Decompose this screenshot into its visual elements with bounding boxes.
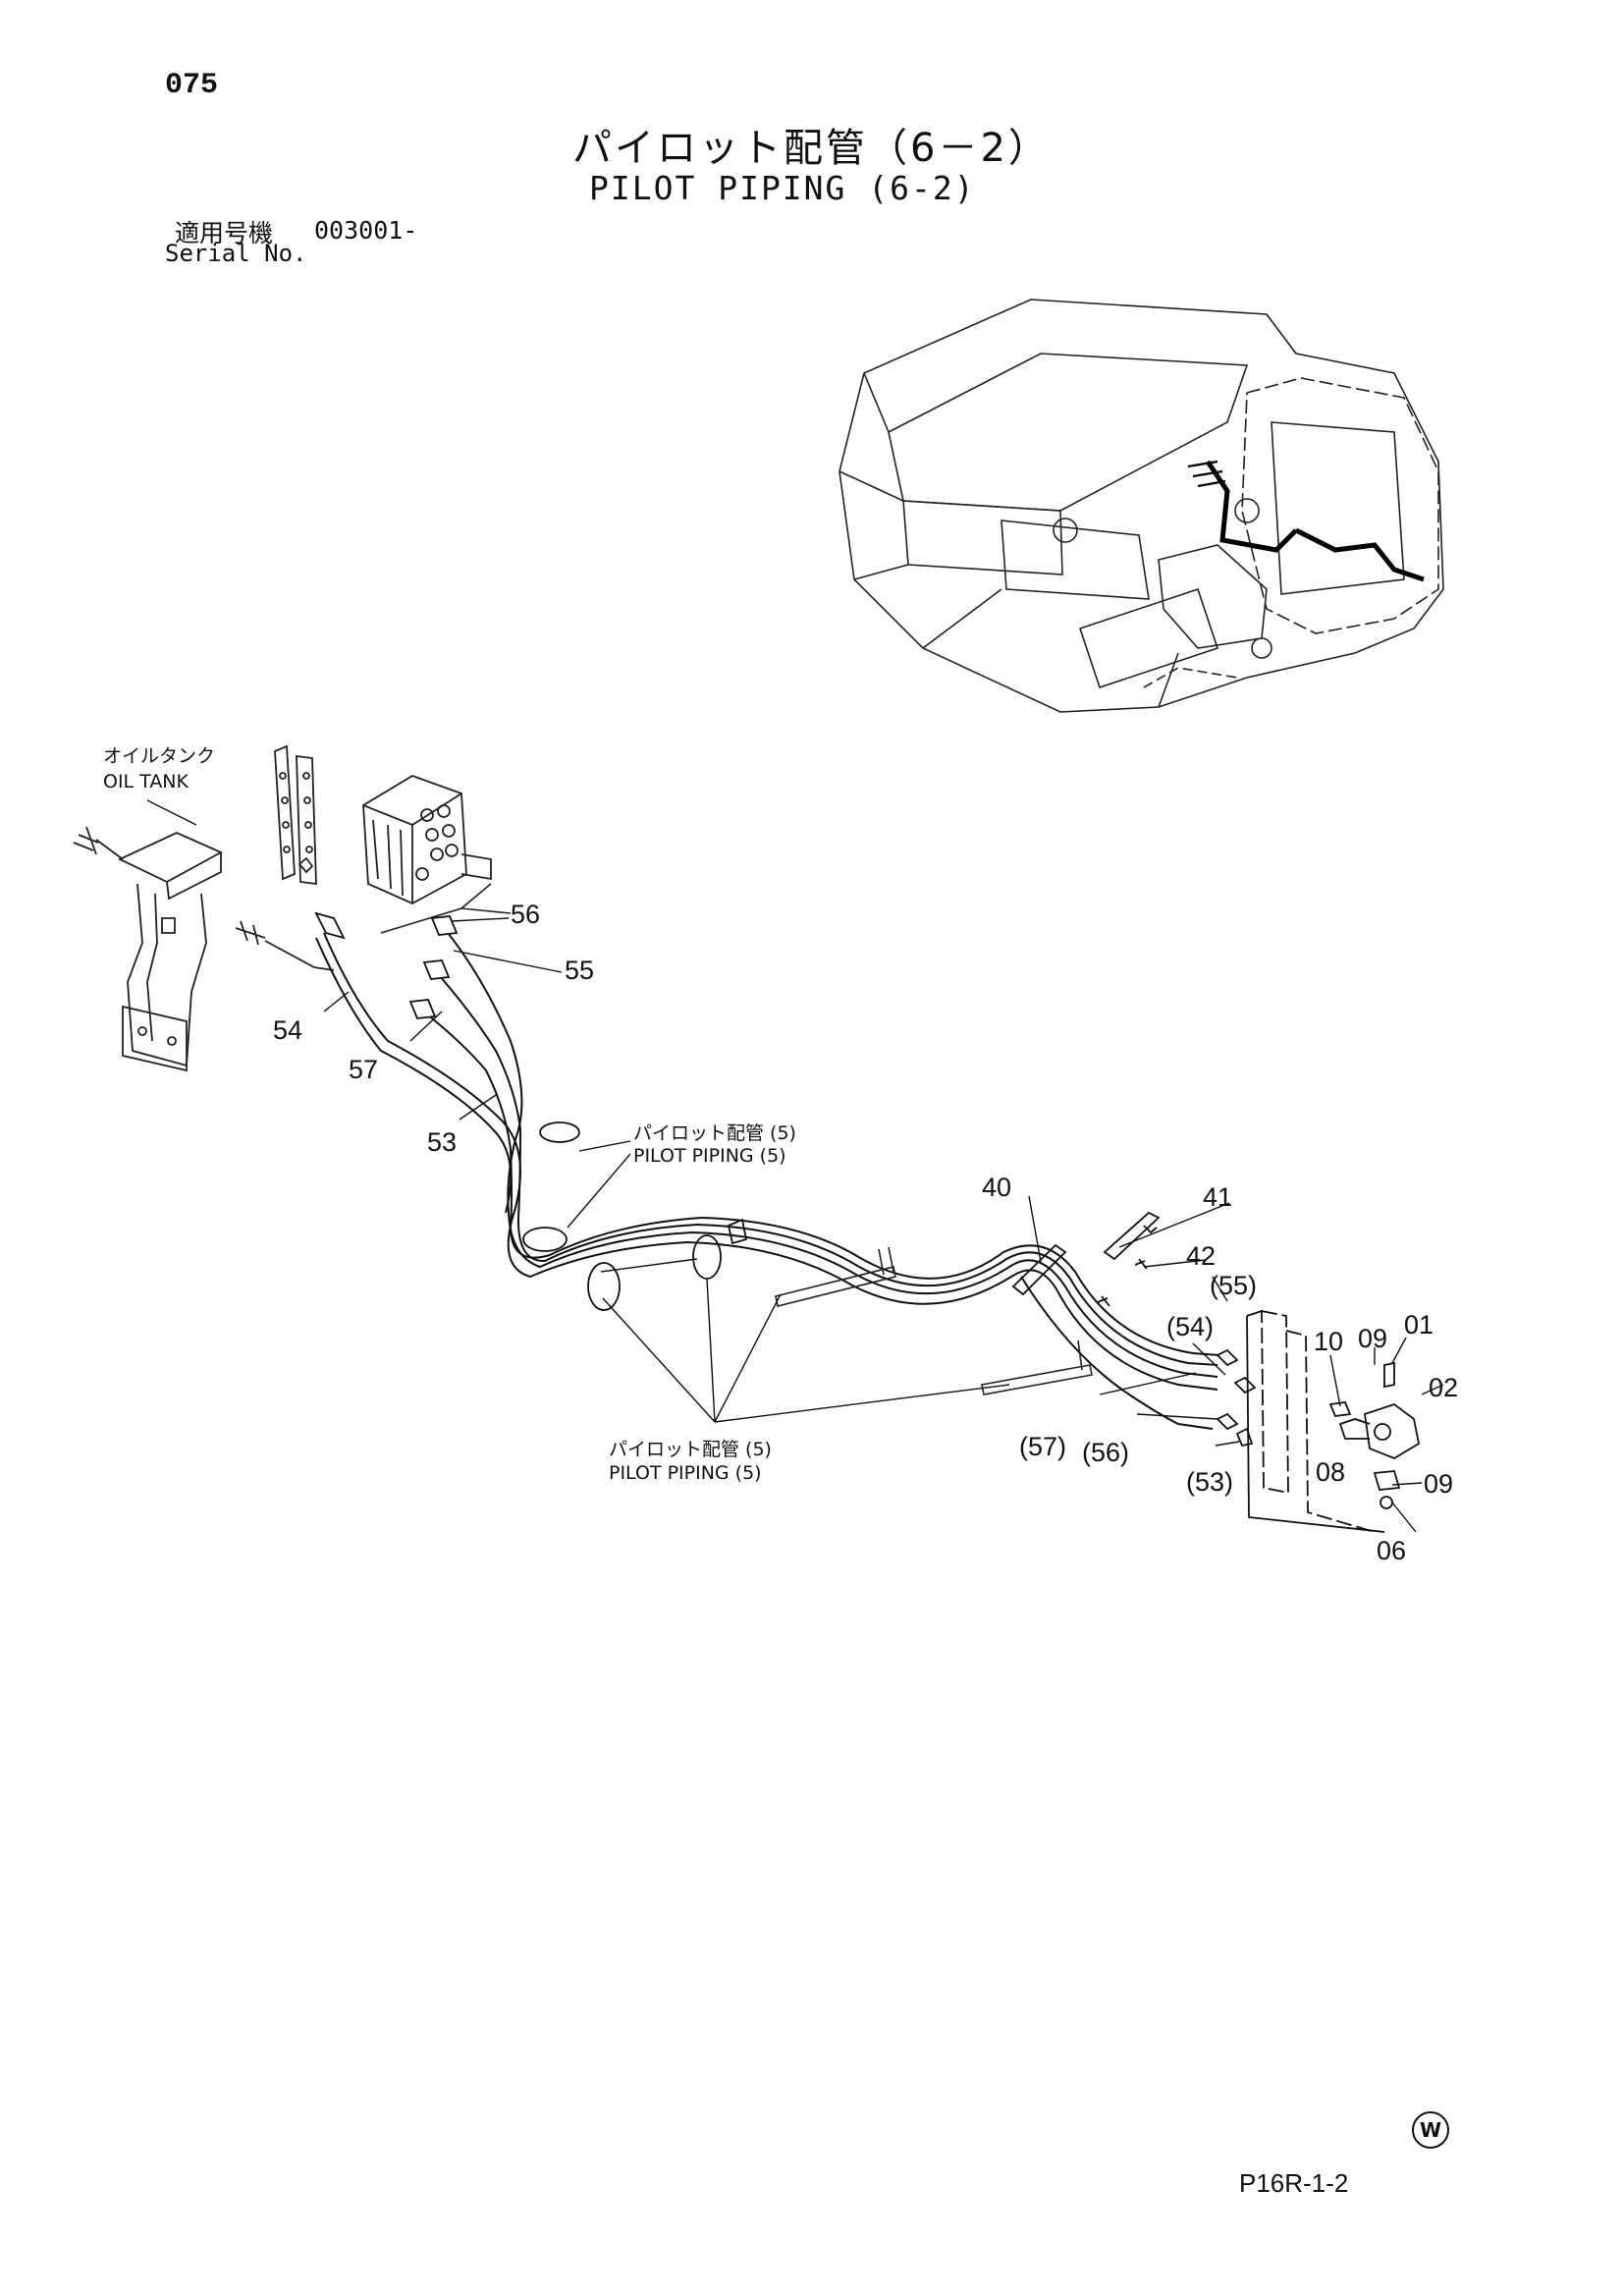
oil-tank-callout: オイルタンク OIL TANK bbox=[103, 745, 215, 793]
part-label-55-ref: (55) bbox=[1210, 1271, 1257, 1300]
page-title-english: PILOT PIPING (6-2) bbox=[589, 169, 976, 207]
pilot-piping-5-bottom-ja: パイロット配管 (5) bbox=[609, 1439, 772, 1460]
serial-label-english: Serial No. bbox=[165, 240, 307, 267]
part-label-42: 42 bbox=[1186, 1241, 1216, 1271]
part-label-53: 53 bbox=[427, 1127, 457, 1157]
valve-leader-outline bbox=[380, 883, 512, 934]
pilot-piping-5-top-callout: パイロット配管 (5) PILOT PIPING (5) bbox=[633, 1122, 796, 1167]
part-label-57: 57 bbox=[349, 1055, 378, 1084]
oil-tank-bracket bbox=[73, 826, 335, 1072]
part-label-54: 54 bbox=[273, 1015, 302, 1045]
w-circle-mark: W bbox=[1412, 2111, 1449, 2149]
mounting-rails bbox=[775, 1246, 1093, 1395]
part-label-56-ref: (56) bbox=[1082, 1438, 1129, 1467]
part-label-10: 10 bbox=[1314, 1327, 1343, 1356]
part-label-41: 41 bbox=[1203, 1182, 1232, 1212]
part-label-09-upper: 09 bbox=[1358, 1324, 1387, 1353]
part-label-01: 01 bbox=[1404, 1310, 1434, 1339]
part-label-06: 06 bbox=[1377, 1536, 1406, 1565]
part-label-54-ref: (54) bbox=[1166, 1312, 1214, 1341]
oil-tank-label-ja: オイルタンク bbox=[103, 745, 215, 767]
part-label-40: 40 bbox=[982, 1173, 1011, 1202]
part-label-57-ref: (57) bbox=[1019, 1432, 1066, 1461]
part-label-56: 56 bbox=[511, 900, 540, 929]
page-number: 075 bbox=[165, 69, 219, 102]
pilot-piping-5-bottom-callout: パイロット配管 (5) PILOT PIPING (5) bbox=[609, 1439, 772, 1484]
part-number-labels: 56 55 54 57 53 40 41 42 (55) (54) 10 09 … bbox=[273, 900, 1458, 1565]
page-title-japanese: パイロット配管（6－2） bbox=[572, 126, 1051, 171]
leader-lines bbox=[146, 799, 1444, 1533]
figure-code: P16R-1-2 bbox=[1239, 2168, 1349, 2198]
shuttle-valve-assembly bbox=[1216, 1309, 1421, 1533]
pilot-hose-bundle bbox=[315, 922, 1220, 1430]
pilot-piping-5-top-ja: パイロット配管 (5) bbox=[633, 1122, 796, 1144]
serial-label-japanese: 適用号機 bbox=[175, 219, 274, 247]
clamp-40-and-bracket-41 bbox=[1011, 1211, 1161, 1307]
excavator-overview-illustration bbox=[839, 299, 1444, 713]
part-label-02: 02 bbox=[1429, 1373, 1458, 1402]
part-label-08: 08 bbox=[1316, 1457, 1345, 1487]
serial-number-value: 003001- bbox=[314, 216, 418, 245]
oil-tank-label-en: OIL TANK bbox=[103, 771, 189, 793]
part-label-55: 55 bbox=[565, 956, 594, 985]
control-valve-block bbox=[362, 775, 492, 905]
part-label-53-ref: (53) bbox=[1186, 1467, 1233, 1497]
part-label-09-lower: 09 bbox=[1424, 1469, 1453, 1499]
hose-fittings bbox=[314, 911, 459, 1019]
pilot-piping-5-top-en: PILOT PIPING (5) bbox=[633, 1145, 786, 1167]
mounting-plates bbox=[274, 744, 317, 886]
pilot-piping-5-bottom-en: PILOT PIPING (5) bbox=[609, 1462, 762, 1484]
